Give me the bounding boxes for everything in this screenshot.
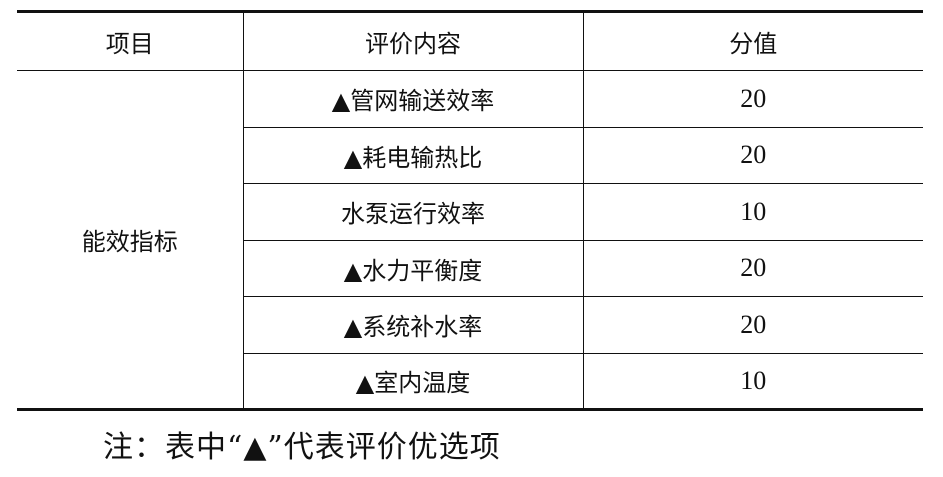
- content-cell: ▲水力平衡度: [243, 239, 584, 297]
- score-cell: 20: [582, 239, 923, 297]
- header-score: 分值: [582, 10, 923, 71]
- score-cell: 10: [582, 183, 923, 241]
- content-cell: ▲系统补水率: [243, 296, 584, 354]
- table-row: 能效指标 ▲管网输送效率 20: [17, 70, 923, 411]
- score-cell: 10: [582, 352, 923, 411]
- content-cell: ▲管网输送效率: [242, 70, 584, 128]
- score-cell: 20: [582, 296, 923, 354]
- table-row: ▲室内温度 10: [17, 352, 923, 411]
- score-cell: 20: [582, 70, 923, 128]
- table-row: 水泵运行效率 10: [17, 183, 923, 241]
- content-cell: ▲室内温度: [243, 352, 584, 411]
- table-row: ▲耗电输热比 20: [17, 126, 923, 184]
- table-row: ▲系统补水率 20: [17, 296, 923, 354]
- group-label-cell: 能效指标: [17, 70, 244, 411]
- header-item: 项目: [17, 10, 244, 71]
- content-cell: 水泵运行效率: [243, 183, 584, 241]
- table-header-row: 项目 评价内容 分值: [17, 10, 923, 71]
- table-note: 注：表中“▲”代表评价优选项: [103, 430, 501, 465]
- content-cell: ▲耗电输热比: [243, 126, 584, 184]
- evaluation-table: 项目 评价内容 分值 能效指标 ▲管网输送效率 20 ▲耗电输热比 20 水泵运…: [17, 10, 923, 411]
- evaluation-table-container: 项目 评价内容 分值 能效指标 ▲管网输送效率 20 ▲耗电输热比 20 水泵运…: [17, 10, 923, 411]
- score-cell: 20: [582, 126, 923, 184]
- header-content: 评价内容: [242, 10, 584, 71]
